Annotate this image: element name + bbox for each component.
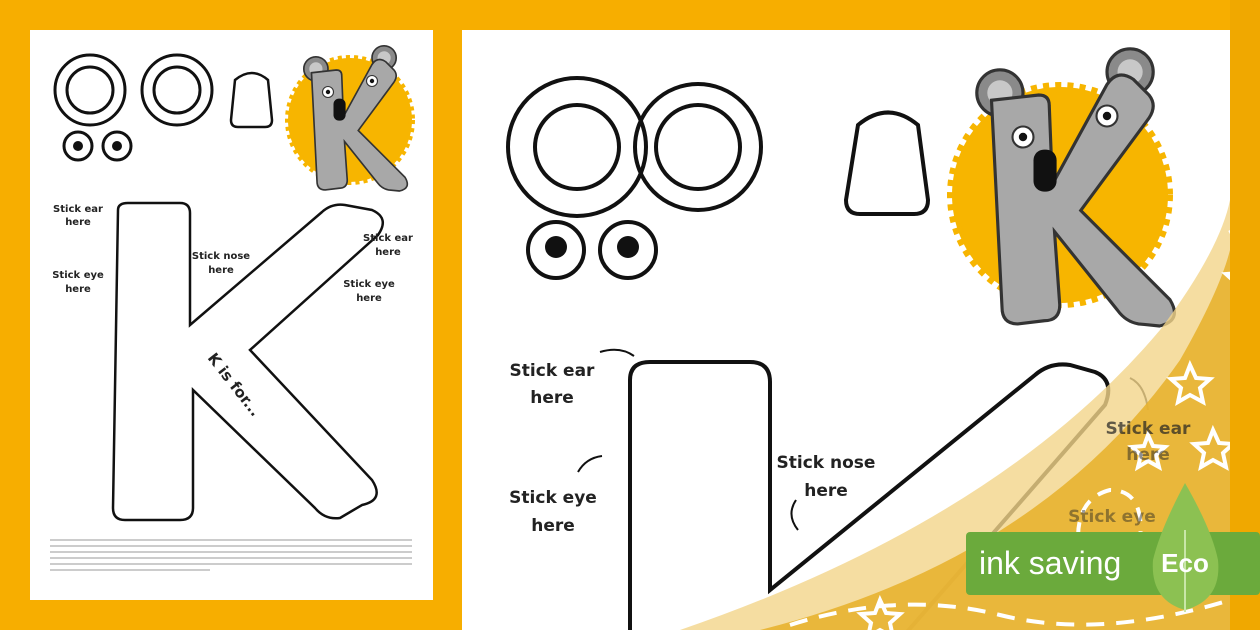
- letter-k-outline: [111, 201, 385, 522]
- nose-shape: [843, 110, 931, 216]
- label-eye-right-1: Stick eye: [1068, 507, 1156, 527]
- eco-label: Eco: [1161, 548, 1209, 578]
- nose-shape: [229, 71, 274, 129]
- koala-k-illustration: [947, 47, 1177, 328]
- label-eye-right-2: here: [356, 293, 382, 304]
- label-ear-left-2: here: [65, 217, 91, 228]
- label-ear-right-2: here: [1126, 445, 1170, 465]
- ear-ring-left: [506, 76, 648, 218]
- ear-ring-right: [633, 82, 763, 212]
- letter-k-outline: [628, 360, 1111, 630]
- label-ear-right-1: Stick ear: [1106, 419, 1192, 439]
- eye-left: [526, 220, 586, 280]
- right-edge-strip: [1230, 0, 1260, 630]
- badge-text: ink saving: [979, 545, 1121, 581]
- label-eye-right-1: Stick eye: [343, 279, 395, 290]
- label-nose-1: Stick nose: [192, 251, 250, 262]
- label-nose-2: here: [804, 481, 848, 501]
- label-eye-left-1: Stick eye: [52, 270, 104, 281]
- eye-right: [101, 130, 133, 162]
- label-eye-left-2: here: [531, 516, 575, 536]
- label-ear-left-1: Stick ear: [53, 204, 103, 215]
- label-nose-1: Stick nose: [777, 453, 876, 473]
- ear-ring-right: [140, 53, 214, 127]
- ink-saving-eco-badge: ink saving Eco: [966, 483, 1260, 612]
- ear-ring-left: [53, 53, 127, 127]
- label-ear-right-1: Stick ear: [363, 233, 413, 244]
- eye-left: [62, 130, 94, 162]
- label-ear-left-2: here: [530, 388, 574, 408]
- label-ear-left-1: Stick ear: [510, 361, 596, 381]
- label-ear-right-2: here: [375, 247, 401, 258]
- footer-fine-print: [50, 539, 412, 571]
- label-eye-left-2: here: [65, 284, 91, 295]
- label-eye-left-1: Stick eye: [509, 488, 597, 508]
- eye-right: [598, 220, 658, 280]
- koala-k-illustration-small: [285, 44, 415, 192]
- left-page-thumbnail[interactable]: Stick ear here Stick eye here Stick nose…: [30, 30, 433, 600]
- label-nose-2: here: [208, 265, 234, 276]
